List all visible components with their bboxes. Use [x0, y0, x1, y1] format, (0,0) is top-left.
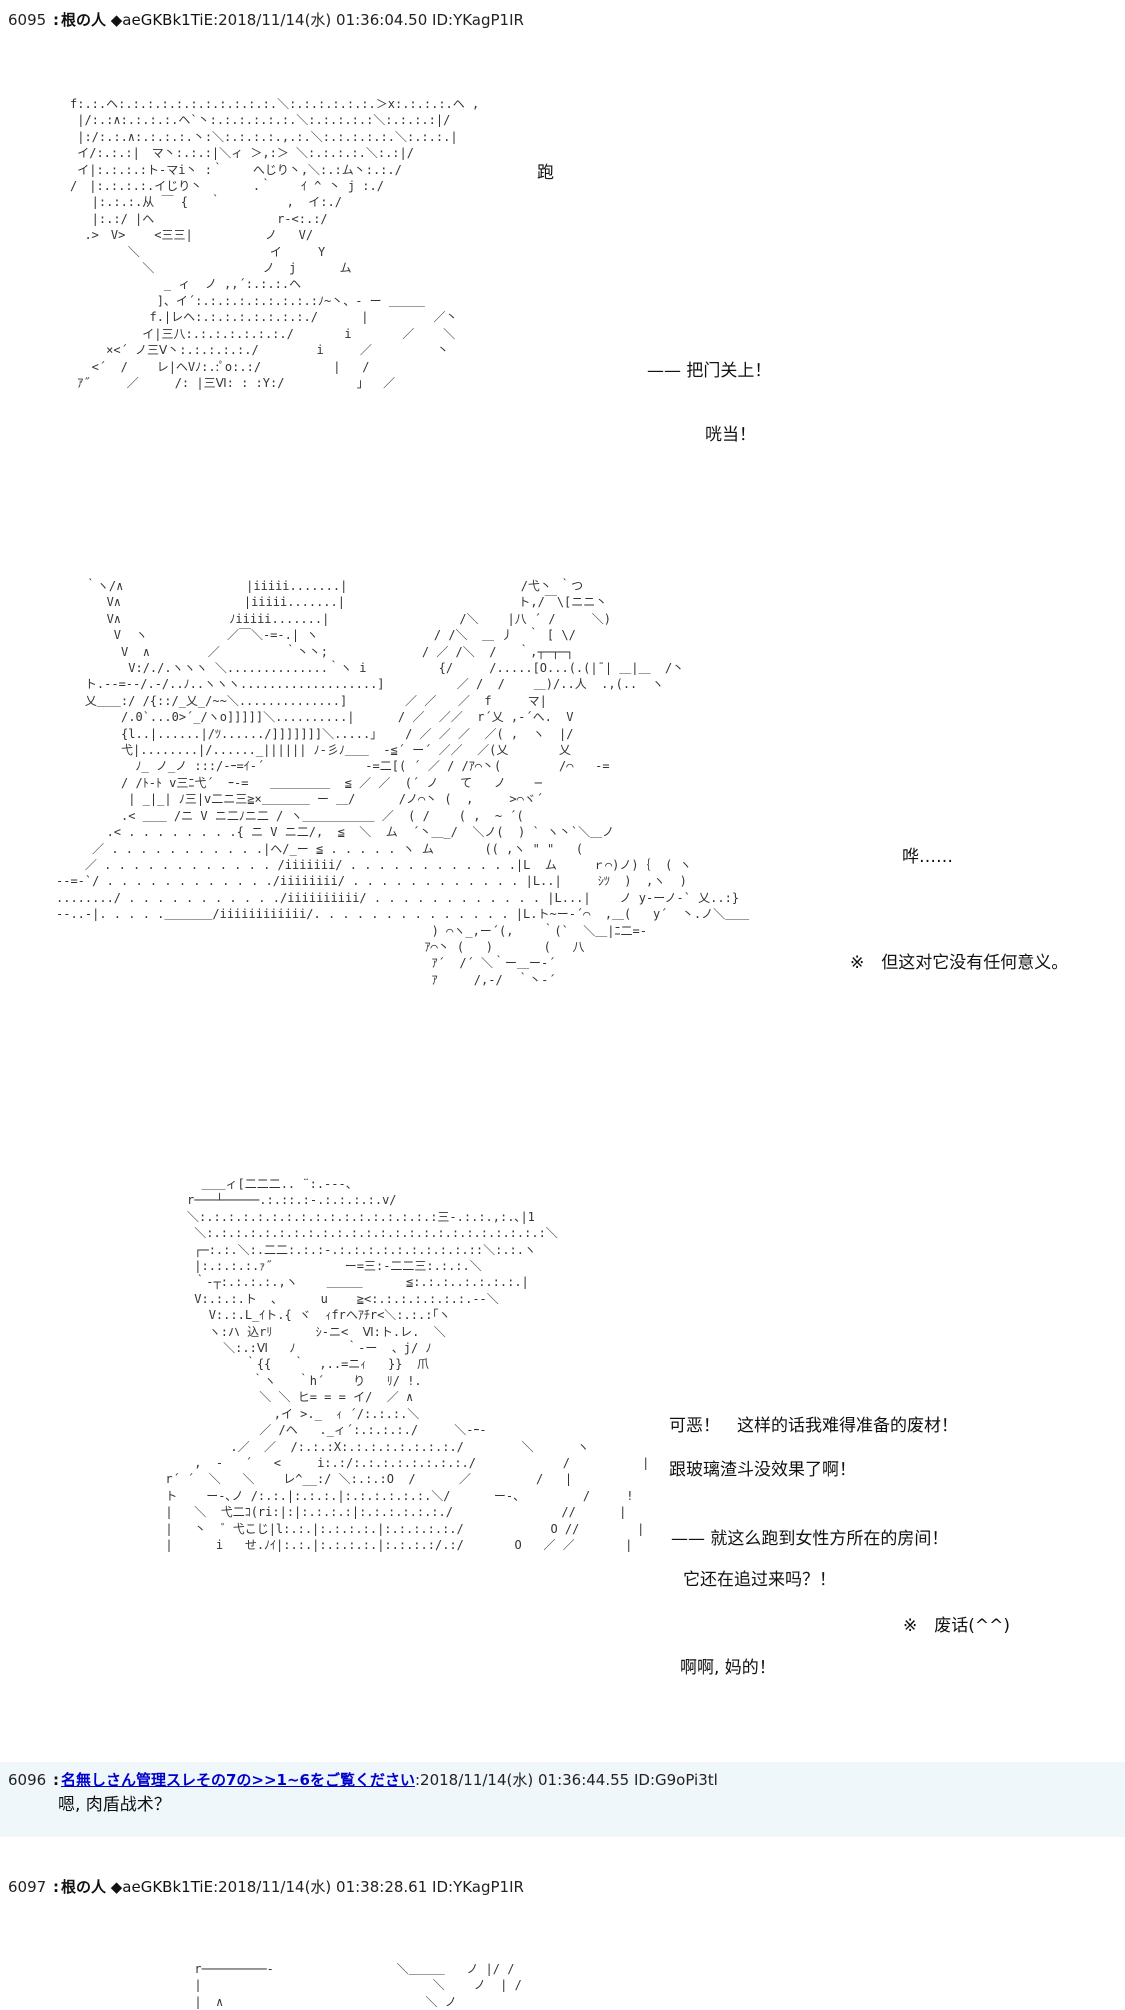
caption: 跑 — [537, 163, 554, 183]
ascii-art-1: f:.:.ヘ:.:.:.:.:.:.:.:.:.:.:.＼:.:.:.:.:.:… — [70, 97, 480, 390]
ascii-art-2: ｀ヽ/∧ |iiiii.......| /弋丶 ｀つ V∧ |iiiii....… — [56, 579, 750, 987]
post-number[interactable]: 6097 — [8, 1878, 47, 1896]
post-meta: :2018/11/14(水) 01:36:44.55 ID:G9oPi3tl — [415, 1771, 718, 1789]
post-header: 6095 :根の人 ◆aeGKBk1TiE:2018/11/14(水) 01:3… — [8, 11, 524, 29]
caption: 啊啊, 妈的！ — [680, 1658, 776, 1678]
caption: —— 就这么跑到女性方所在的房间！ — [671, 1529, 949, 1549]
caption: 可恶！ 这样的话我难得准备的废材！ — [669, 1416, 958, 1436]
post-6097: 6097 :根の人 ◆aeGKBk1TiE:2018/11/14(水) 01:3… — [0, 1837, 1125, 2009]
poster-name-link[interactable]: 名無しさん管理スレその7の>>1~6をご覧ください — [60, 1771, 415, 1789]
caption: 咣当！ — [705, 425, 756, 445]
caption: ※ 废话(^^) — [903, 1616, 1010, 1636]
poster-trip: ◆aeGKBk1TiE — [110, 11, 214, 29]
post-header: 6096 :名無しさん管理スレその7の>>1~6をご覧ください:2018/11/… — [8, 1771, 718, 1789]
poster-name: 根の人 — [60, 11, 106, 29]
ascii-art-4: r─────────- ＼＿＿＿ ノ |/ / | ＼ ノ | / | ∧ ＼ … — [194, 1962, 522, 2009]
ascii-art-3: ＿＿ィ[二二二.. ¨:.---、 r───┴─────.:.::.:-.:.:… — [165, 1177, 650, 1552]
caption: 它还在追过来吗？！ — [683, 1570, 836, 1590]
post-number[interactable]: 6095 — [8, 11, 47, 29]
caption: 哗…… — [902, 847, 953, 867]
caption: —— 把门关上！ — [647, 361, 772, 381]
post-meta: :2018/11/14(水) 01:38:28.61 ID:YKagP1IR — [213, 1878, 524, 1896]
reply-text: 嗯, 肉盾战术？ — [58, 1795, 171, 1815]
post-number[interactable]: 6096 — [8, 1771, 47, 1789]
post-meta: :2018/11/14(水) 01:36:04.50 ID:YKagP1IR — [213, 11, 524, 29]
poster-trip: ◆aeGKBk1TiE — [110, 1878, 214, 1896]
poster-name: 根の人 — [60, 1878, 106, 1896]
caption: ※ 但这对它没有任何意义。 — [850, 953, 1069, 973]
post-6096: 6096 :名無しさん管理スレその7の>>1~6をご覧ください:2018/11/… — [0, 1762, 1125, 1837]
post-header: 6097 :根の人 ◆aeGKBk1TiE:2018/11/14(水) 01:3… — [8, 1878, 524, 1896]
caption: 跟玻璃渣斗没效果了啊！ — [669, 1460, 856, 1480]
post-6095: 6095 :根の人 ◆aeGKBk1TiE:2018/11/14(水) 01:3… — [8, 11, 1069, 1678]
